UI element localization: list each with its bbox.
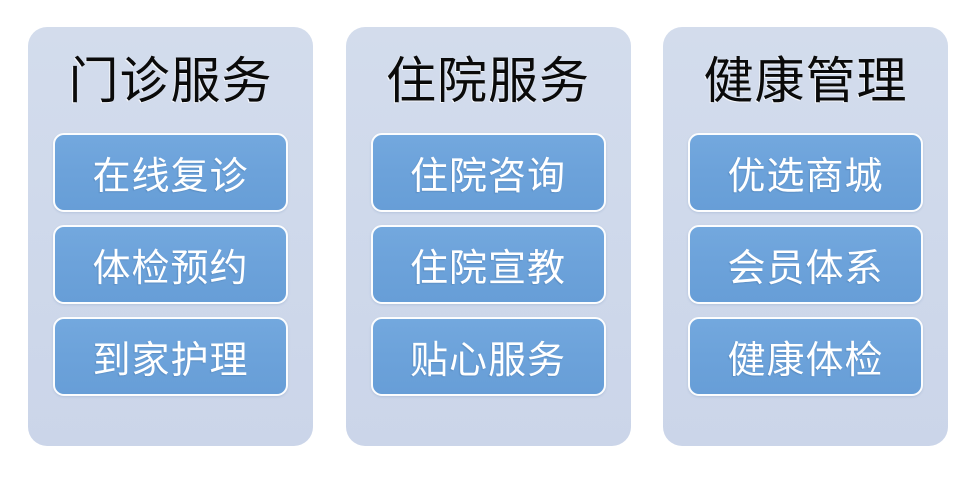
- panel-title-health-management: 健康管理: [703, 52, 908, 110]
- service-button-checkup-appointment[interactable]: 体检预约: [53, 225, 288, 304]
- service-button-inpatient-consultation[interactable]: 住院咨询: [370, 133, 606, 212]
- service-button-health-checkup[interactable]: 健康体检: [688, 317, 923, 396]
- service-panel-outpatient: 门诊服务 在线复诊 体检预约 到家护理: [28, 27, 313, 446]
- panel-items-outpatient: 在线复诊 体检预约 到家护理: [53, 133, 288, 396]
- service-button-online-followup[interactable]: 在线复诊: [53, 133, 288, 212]
- service-columns-row: 门诊服务 在线复诊 体检预约 到家护理 住院服务 住院咨询 住院宣教 贴心服务 …: [28, 27, 948, 446]
- service-button-home-nursing[interactable]: 到家护理: [53, 317, 288, 396]
- panel-items-health-management: 优选商城 会员体系 健康体检: [688, 133, 923, 396]
- service-button-membership-system[interactable]: 会员体系: [688, 225, 923, 304]
- service-button-preferred-mall[interactable]: 优选商城: [688, 133, 923, 212]
- service-button-considerate-service[interactable]: 贴心服务: [370, 317, 606, 396]
- service-panel-health-management: 健康管理 优选商城 会员体系 健康体检: [663, 27, 948, 446]
- panel-title-inpatient: 住院服务: [386, 52, 590, 110]
- service-panel-inpatient: 住院服务 住院咨询 住院宣教 贴心服务: [345, 27, 631, 446]
- panel-items-inpatient: 住院咨询 住院宣教 贴心服务: [370, 133, 606, 396]
- panel-title-outpatient: 门诊服务: [68, 52, 273, 110]
- service-button-inpatient-education[interactable]: 住院宣教: [370, 225, 606, 304]
